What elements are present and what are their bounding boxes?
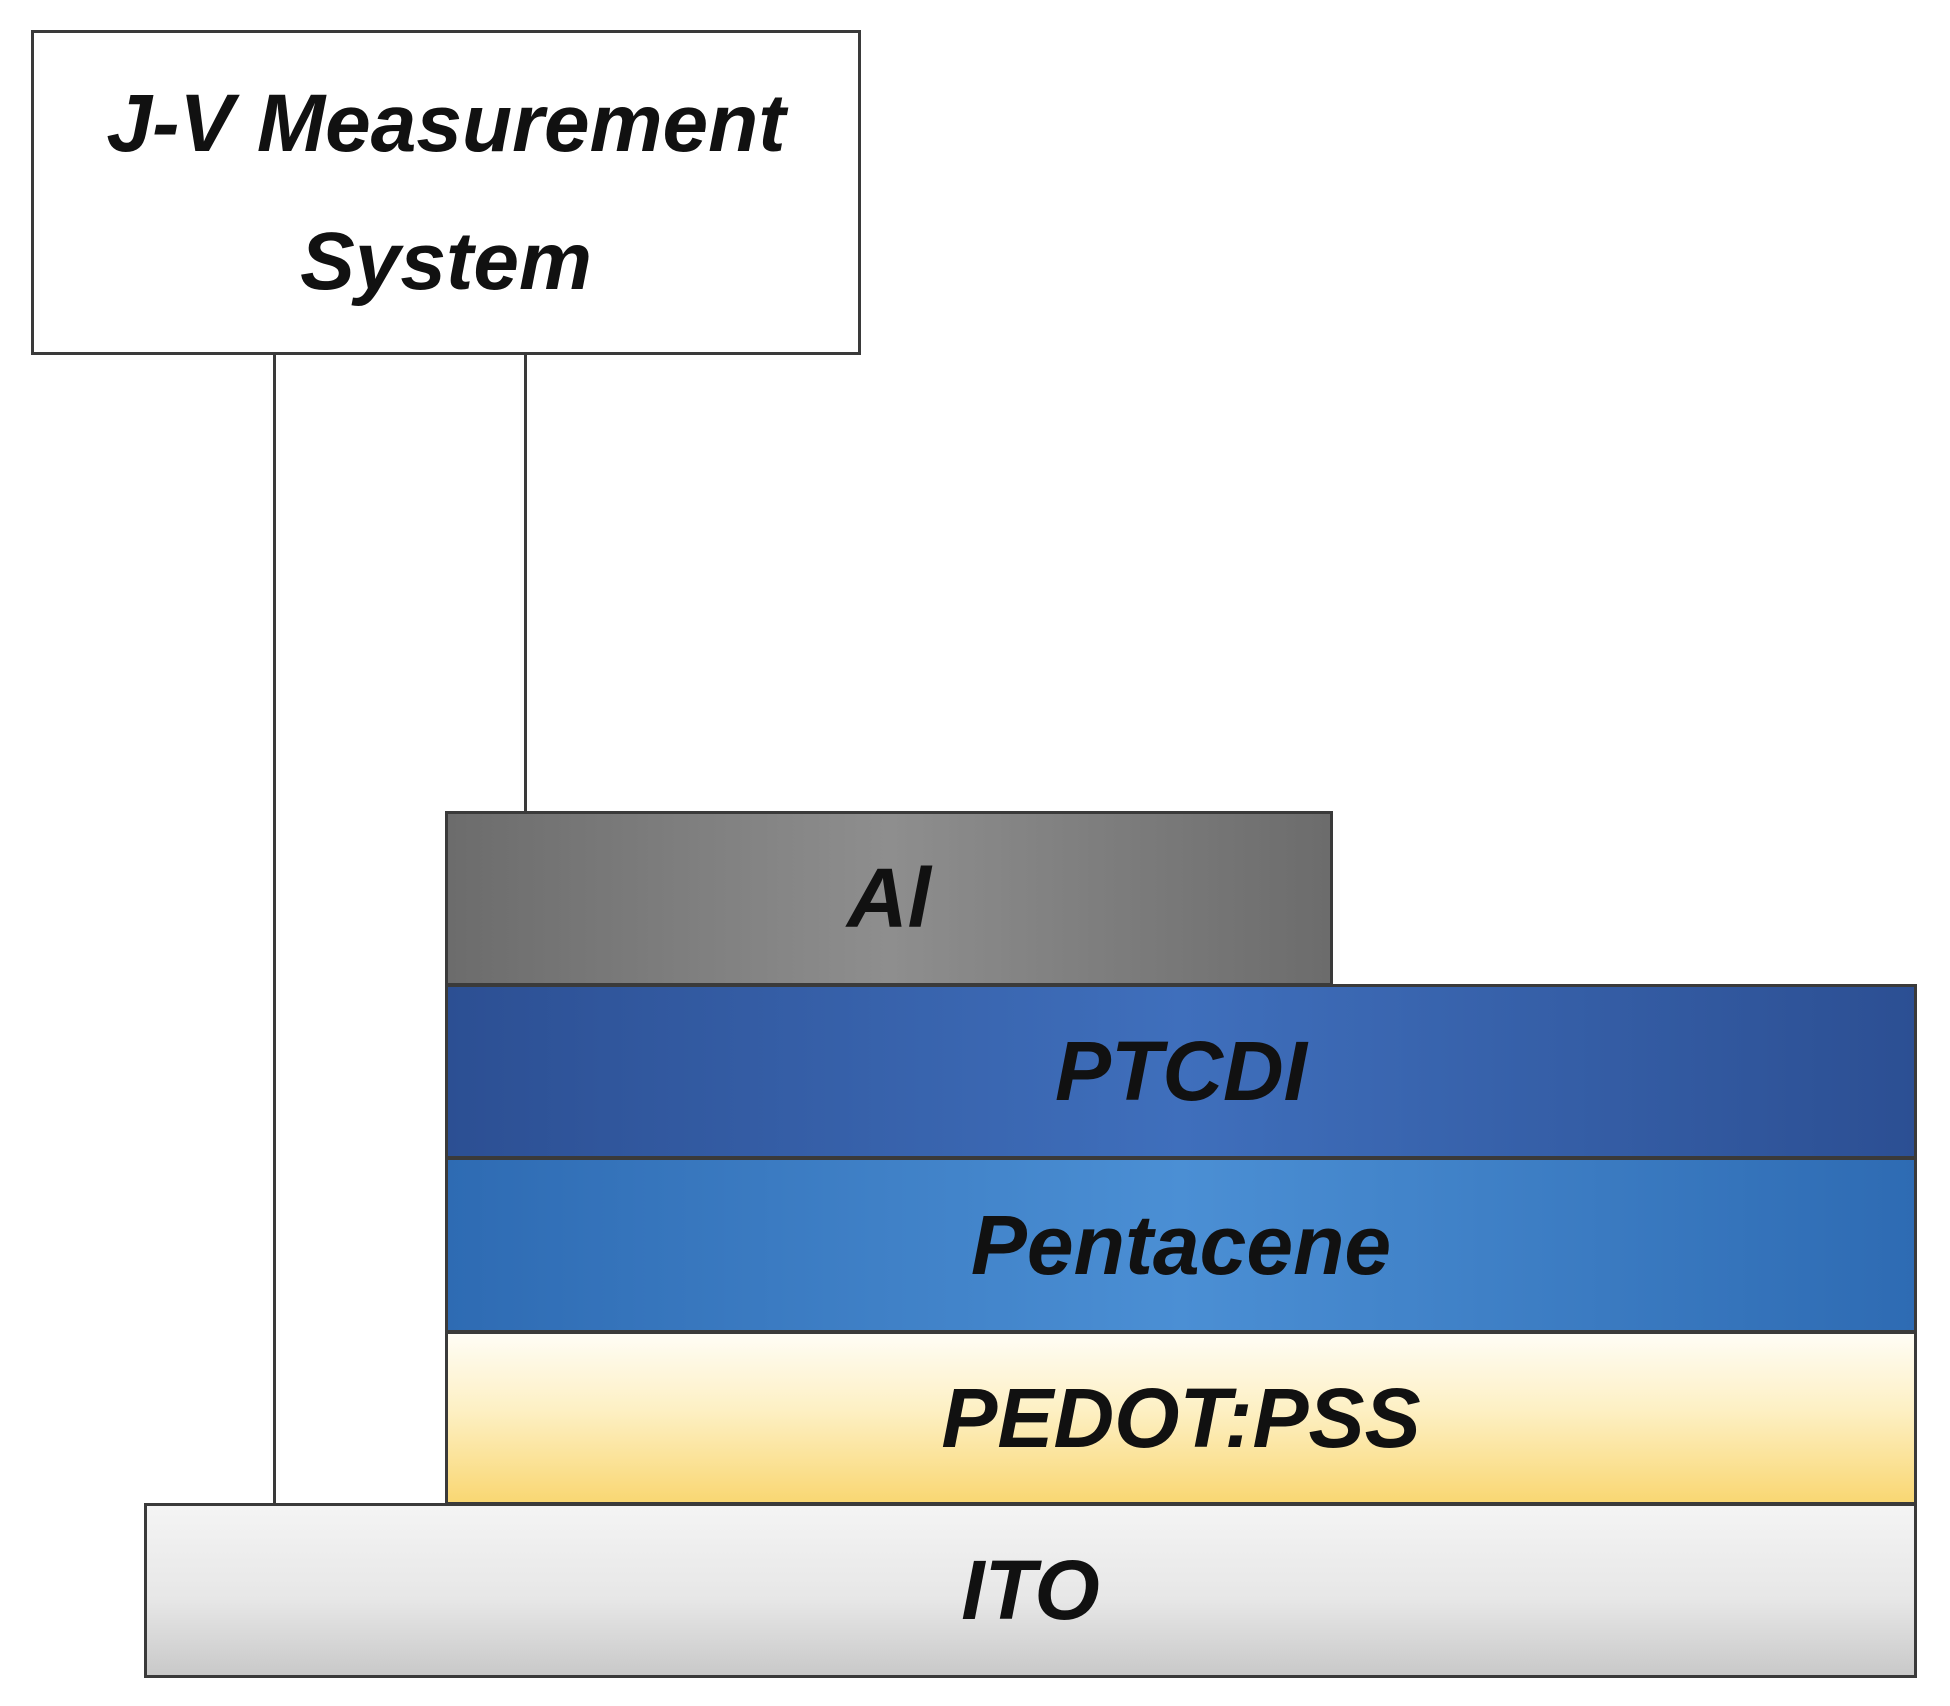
- layer-al-label: Al: [847, 851, 931, 945]
- layer-al: Al: [445, 811, 1333, 986]
- measurement-label-line2: System: [300, 215, 592, 307]
- layer-pentacene-label: Pentacene: [970, 1197, 1392, 1292]
- layer-pentacene: Pentacene: [445, 1157, 1917, 1333]
- wire-to-ito: [273, 353, 276, 1505]
- jv-measurement-system-box: J-V Measurement System: [31, 30, 861, 355]
- layer-ito: ITO: [144, 1503, 1917, 1678]
- layer-ito-label: ITO: [961, 1543, 1100, 1637]
- layer-ptcdi: PTCDI: [445, 984, 1917, 1159]
- wire-to-al: [524, 353, 527, 813]
- layer-pedot-pss: PEDOT:PSS: [445, 1331, 1917, 1505]
- layer-ptcdi-label: PTCDI: [1055, 1024, 1307, 1118]
- jv-measurement-system-label: J-V Measurement System: [106, 55, 785, 331]
- layer-pedot-pss-label: PEDOT:PSS: [941, 1370, 1421, 1465]
- measurement-label-line1: J-V Measurement: [106, 77, 786, 169]
